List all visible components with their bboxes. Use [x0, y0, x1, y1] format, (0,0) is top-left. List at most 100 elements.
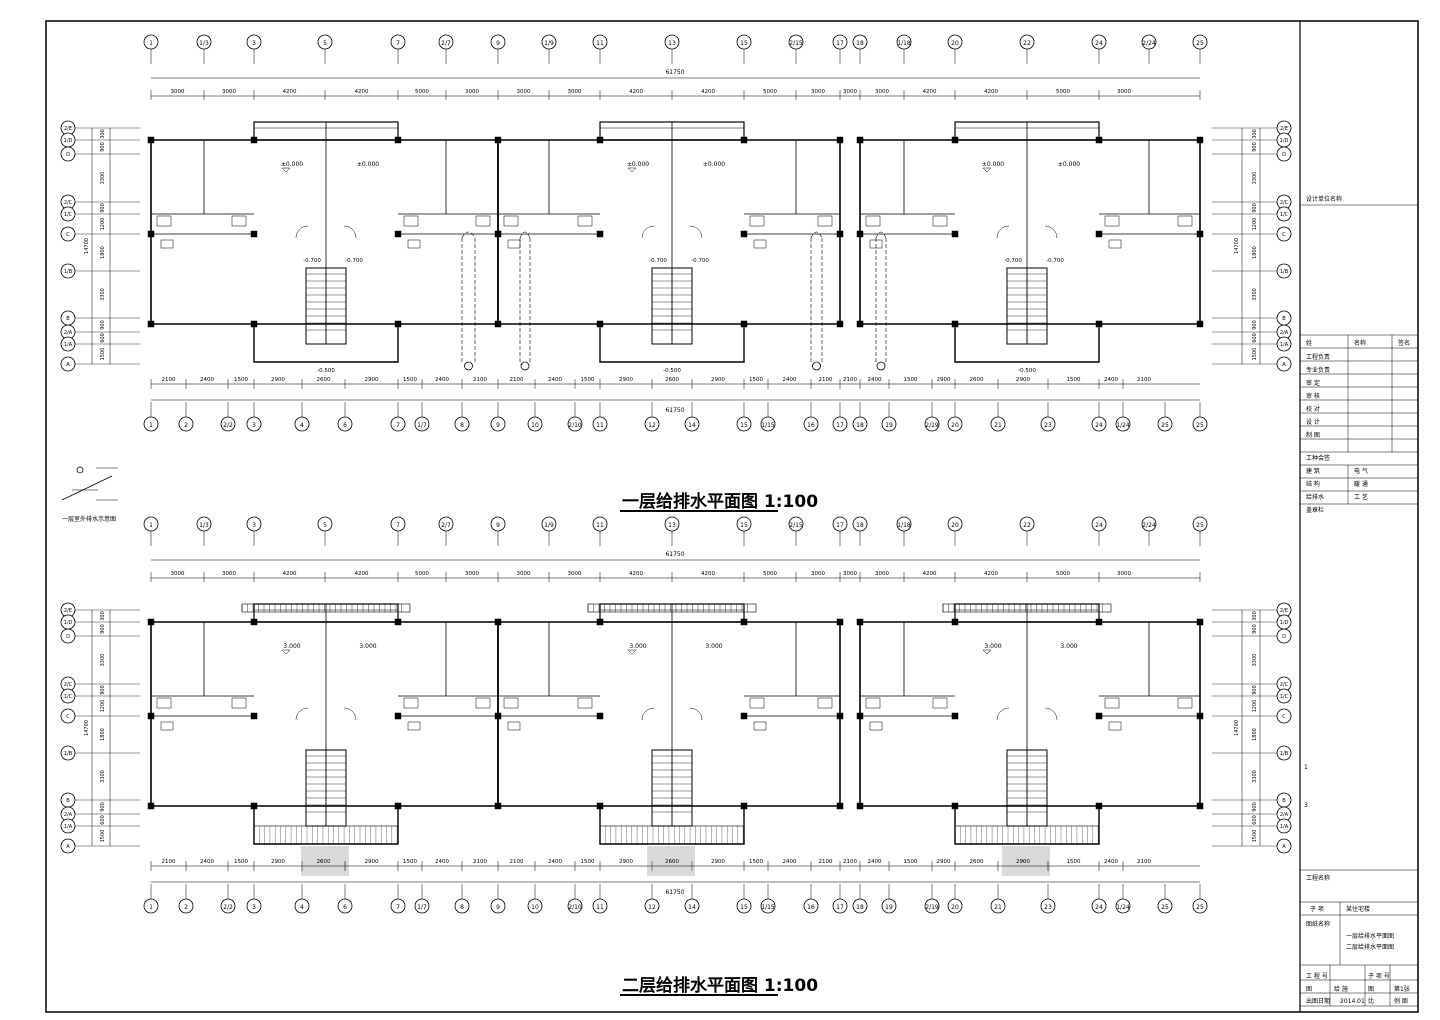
axis-label-bottom: 21 [994, 422, 1002, 429]
second-floor-title: 二层给排水平面图 1:100 [622, 976, 819, 996]
column [494, 320, 502, 328]
row-axis-label: 1/D [1280, 138, 1289, 144]
row-dim-text: 1500 [100, 830, 106, 843]
fixture [577, 215, 593, 227]
column [596, 230, 604, 238]
row-axis-label: 1/C [64, 694, 73, 700]
total-dim-top: 61750 [665, 69, 684, 76]
bottom-dim-text: 2100 [1137, 377, 1151, 383]
stair-level: -0.700 [345, 258, 363, 264]
row-axis-label: C [66, 714, 70, 720]
row-dim-text: 900 [1252, 685, 1258, 695]
tb-coop-0b: 电 气 [1354, 468, 1368, 475]
row-dim-text: 1200 [1252, 218, 1258, 231]
top-dim-text: 4200 [355, 571, 369, 577]
tb-subproject-label: 子 项 [1310, 906, 1324, 913]
top-dim-text: 3000 [517, 571, 531, 577]
axis-label-bottom: 1/24 [1116, 422, 1130, 429]
bottom-dim-text: 2600 [970, 859, 984, 865]
total-dim-top: 61750 [665, 551, 684, 558]
bottom-dim-text: 2600 [970, 377, 984, 383]
top-dim-text: 4200 [701, 571, 715, 577]
fixture [1104, 697, 1120, 709]
column [1196, 712, 1204, 720]
top-dim-text: 5000 [415, 571, 429, 577]
row-axis-label: B [66, 316, 70, 322]
bottom-dim-text: 1500 [1067, 377, 1081, 383]
column [740, 320, 748, 328]
bottom-dim-text: 2100 [510, 859, 524, 865]
column [951, 136, 959, 144]
bottom-dim-text: 2900 [711, 377, 725, 383]
tb-sign-header-1: 姓 [1306, 340, 1313, 347]
axis-label-bottom: 15 [740, 904, 748, 911]
axis-label-bottom: 19 [885, 422, 893, 429]
row-total-text: 14700 [1234, 238, 1240, 254]
row-axis-label: 1/C [1280, 694, 1289, 700]
axis-bubble-bottom [803, 898, 819, 914]
row-dim-text: 3300 [1252, 172, 1258, 185]
row-axis-label: D [66, 634, 70, 640]
column [250, 618, 258, 626]
axis-label-bottom: 25 [1161, 904, 1169, 911]
bottom-dim-text: 2400 [1104, 859, 1118, 865]
axis-label: 13 [668, 522, 676, 529]
column [147, 802, 155, 810]
column [1095, 712, 1103, 720]
column [394, 618, 402, 626]
outdoor-drain-legend [61, 466, 118, 501]
axis-label: 2/7 [441, 522, 451, 529]
axis-label: 1/9 [544, 40, 554, 47]
column [1095, 136, 1103, 144]
bottom-dim-text: 2400 [435, 859, 449, 865]
axis-label-bottom: 2/10 [568, 904, 582, 911]
axis-bubble-bottom [178, 416, 194, 432]
row-axis-label: 2/C [1280, 682, 1289, 688]
top-dim-text: 4200 [984, 89, 998, 95]
tb-design-unit: 设计单位名称 [1306, 196, 1343, 203]
column [147, 712, 155, 720]
stair-level: -0.700 [303, 258, 321, 264]
axis-label: 7 [396, 40, 400, 47]
bottom-dim-text: 2100 [819, 377, 833, 383]
row-dim-text: 1800 [100, 246, 106, 259]
floor-level: ±0.000 [281, 161, 303, 168]
level-triangle [281, 167, 291, 173]
drain-pipe-bend [875, 231, 887, 239]
column [1196, 136, 1204, 144]
row-axis-label: 2/C [64, 682, 73, 688]
tb-mid-note-2: 3 [1304, 802, 1308, 809]
bottom-dim-text: 1500 [749, 377, 763, 383]
column [1196, 230, 1204, 238]
bottom-dim-text: 2400 [868, 859, 882, 865]
row-axis-label: B [1282, 798, 1286, 804]
door-swing [996, 707, 1010, 721]
legend-pipe [61, 475, 113, 501]
column [740, 136, 748, 144]
fixture [932, 697, 948, 709]
axis-label-bottom: 4 [300, 904, 304, 911]
axis-bubble-bottom [644, 416, 660, 432]
axis-bubble-bottom [337, 416, 353, 432]
axis-label: 2/24 [1142, 40, 1156, 47]
floor-level: ±0.000 [1058, 161, 1080, 168]
top-dim-text: 3000 [843, 89, 857, 95]
drain-pipe-bend [461, 231, 476, 239]
column [836, 136, 844, 144]
column [951, 802, 959, 810]
bottom-dim-text: 2900 [937, 377, 951, 383]
row-dim-text: 600 [1252, 333, 1258, 343]
column [856, 618, 864, 626]
axis-label-bottom: 25 [1161, 422, 1169, 429]
axis-label: 13 [668, 40, 676, 47]
axis-label: 3 [252, 522, 256, 529]
axis-label-bottom: 24 [1095, 422, 1103, 429]
top-dim-text: 3000 [517, 89, 531, 95]
column [250, 230, 258, 238]
fixture [403, 697, 419, 709]
axis-label: 2/24 [1142, 522, 1156, 529]
bottom-dim-text: 2400 [200, 859, 214, 865]
axis-label: 1 [149, 522, 153, 529]
column [147, 136, 155, 144]
